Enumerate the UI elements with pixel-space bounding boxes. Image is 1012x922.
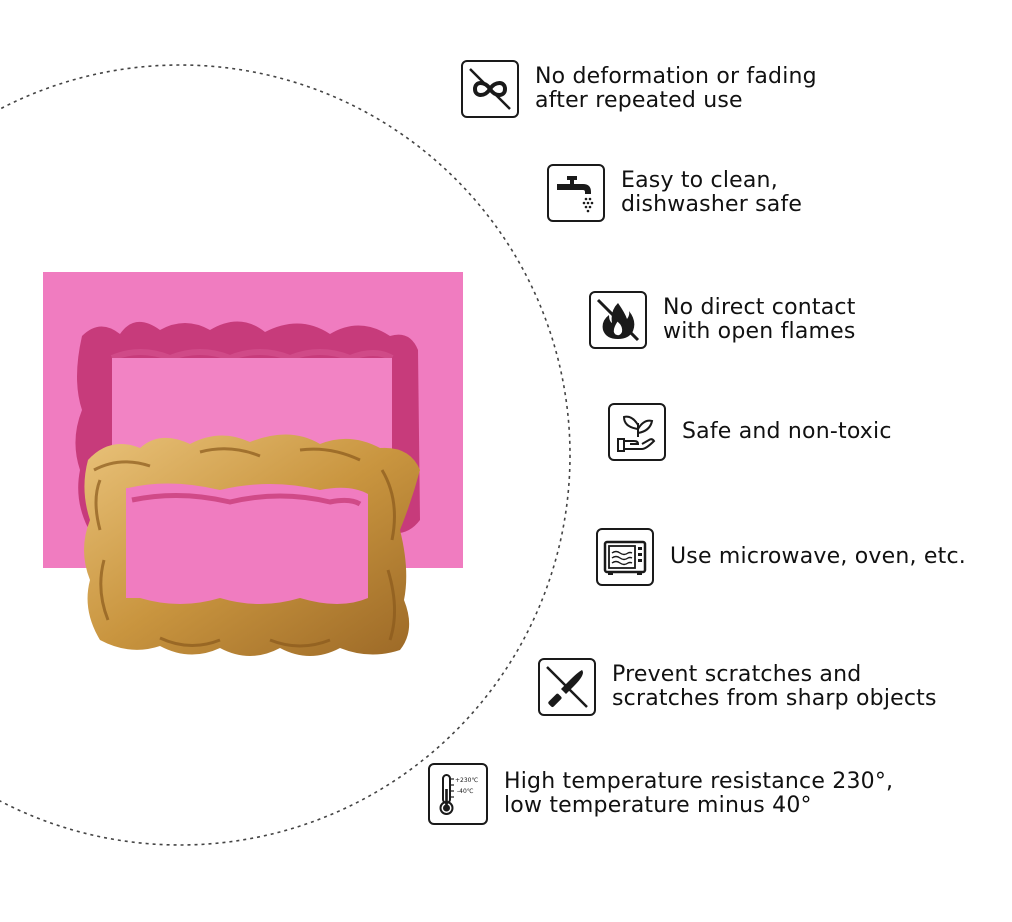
icon-max-temp: +230℃ — [455, 777, 478, 784]
icon-min-temp: -40℃ — [457, 788, 474, 795]
infinity-crossed-icon — [461, 60, 519, 118]
feature-non-toxic: Safe and non-toxic — [608, 403, 892, 461]
feature-label: High temperature resistance 230°, low te… — [504, 769, 894, 818]
leaf-hand-icon — [608, 403, 666, 461]
feature-microwave: Use microwave, oven, etc. — [596, 528, 966, 586]
feature-label: No direct contact with open flames — [663, 295, 856, 344]
knife-crossed-icon — [538, 658, 596, 716]
feature-sharp-objects: Prevent scratches and scratches from sha… — [538, 658, 937, 716]
feature-label: Safe and non-toxic — [682, 419, 892, 444]
feature-label: Easy to clean, dishwasher safe — [621, 168, 803, 217]
feature-no-deformation: No deformation or fading after repeated … — [461, 60, 817, 118]
feature-easy-clean: Easy to clean, dishwasher safe — [547, 164, 802, 222]
feature-temperature: +230℃ -40℃ High temperature resistance 2… — [428, 763, 893, 825]
feature-label: Use microwave, oven, etc. — [670, 544, 966, 569]
feature-label: No deformation or fading after repeated … — [535, 64, 817, 113]
flame-crossed-icon — [589, 291, 647, 349]
gold-frame — [84, 434, 420, 656]
feature-no-flames: No direct contact with open flames — [589, 291, 856, 349]
microwave-icon — [596, 528, 654, 586]
feature-label: Prevent scratches and scratches from sha… — [612, 662, 937, 711]
faucet-icon — [547, 164, 605, 222]
thermometer-icon: +230℃ -40℃ — [428, 763, 488, 825]
